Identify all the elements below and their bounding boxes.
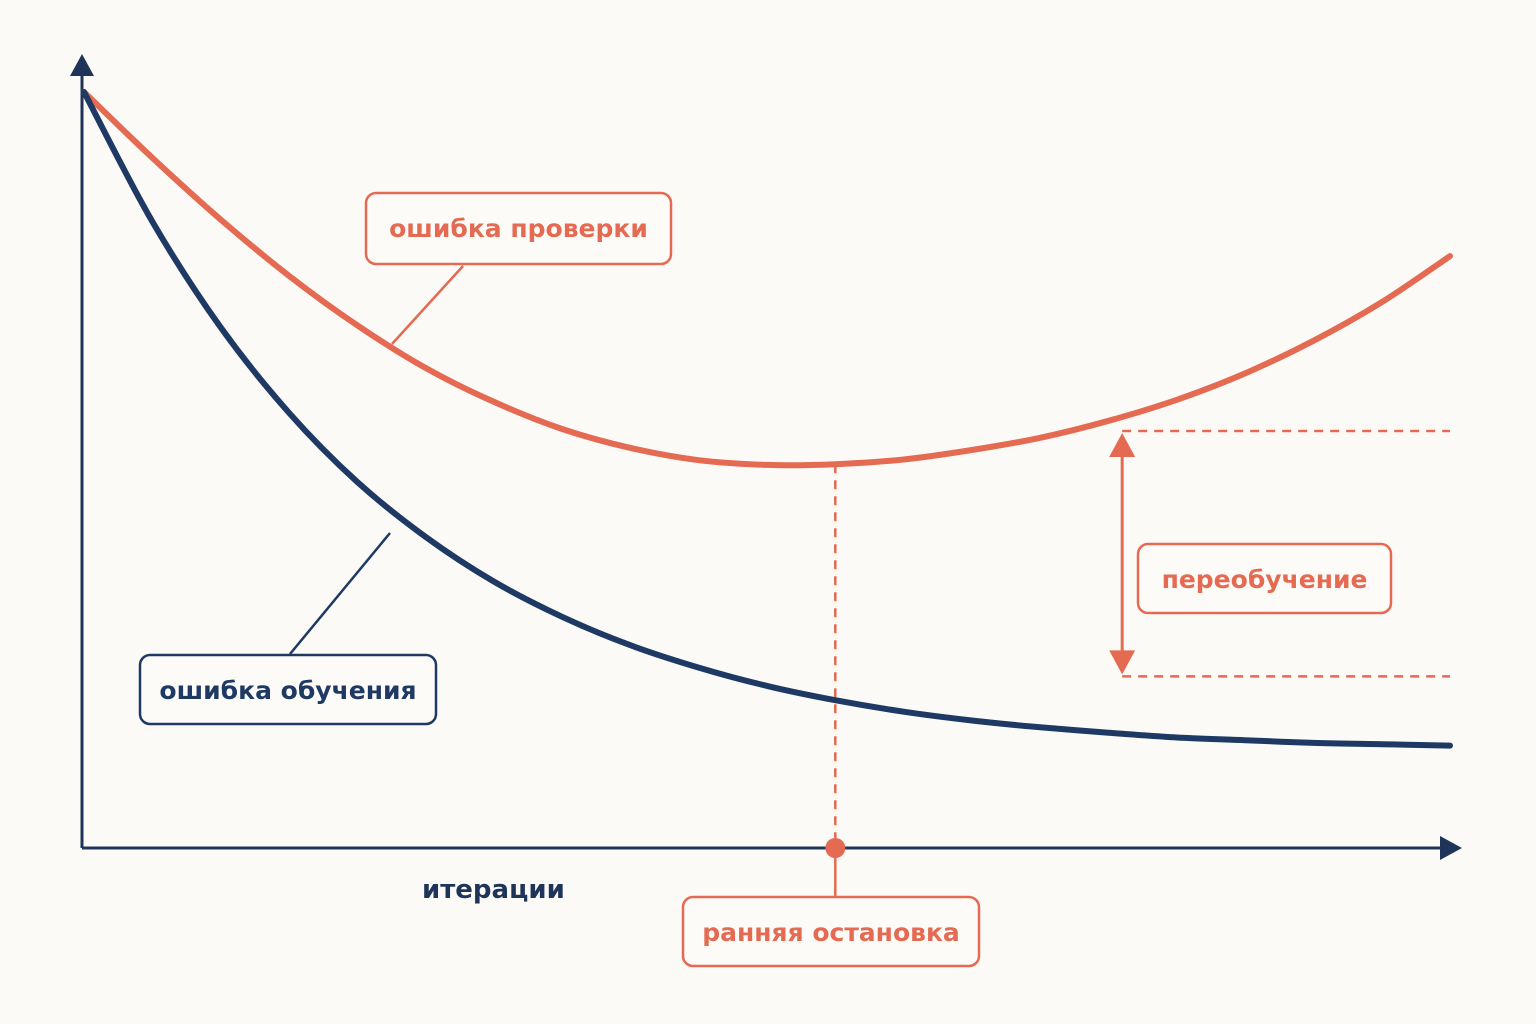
x-axis-title: итерации	[422, 875, 565, 905]
early-stop-label-text: ранняя остановка	[702, 918, 960, 947]
validation-legend-text: ошибка проверки	[389, 214, 648, 243]
arrow-down-icon	[1109, 650, 1136, 675]
training-legend-label: ошибка обучения	[138, 653, 438, 726]
y-axis-arrow-icon	[70, 54, 94, 76]
series-line-training	[81, 89, 1453, 749]
early-stop-marker	[825, 464, 846, 897]
training-legend-text: ошибка обучения	[159, 676, 416, 705]
validation-legend-label: ошибка проверки	[364, 191, 673, 266]
series-line-validation	[81, 89, 1453, 469]
early-stop-label: ранняя остановка	[681, 895, 981, 968]
overfit-label: переобучение	[1136, 542, 1393, 615]
arrow-up-icon	[1109, 433, 1136, 457]
overfit-marker	[1109, 429, 1450, 678]
validation-label-leader	[391, 265, 464, 345]
x-axis-arrow-icon	[1440, 836, 1462, 860]
training-label-leader	[289, 532, 391, 655]
overfit-label-text: переобучение	[1162, 565, 1368, 594]
